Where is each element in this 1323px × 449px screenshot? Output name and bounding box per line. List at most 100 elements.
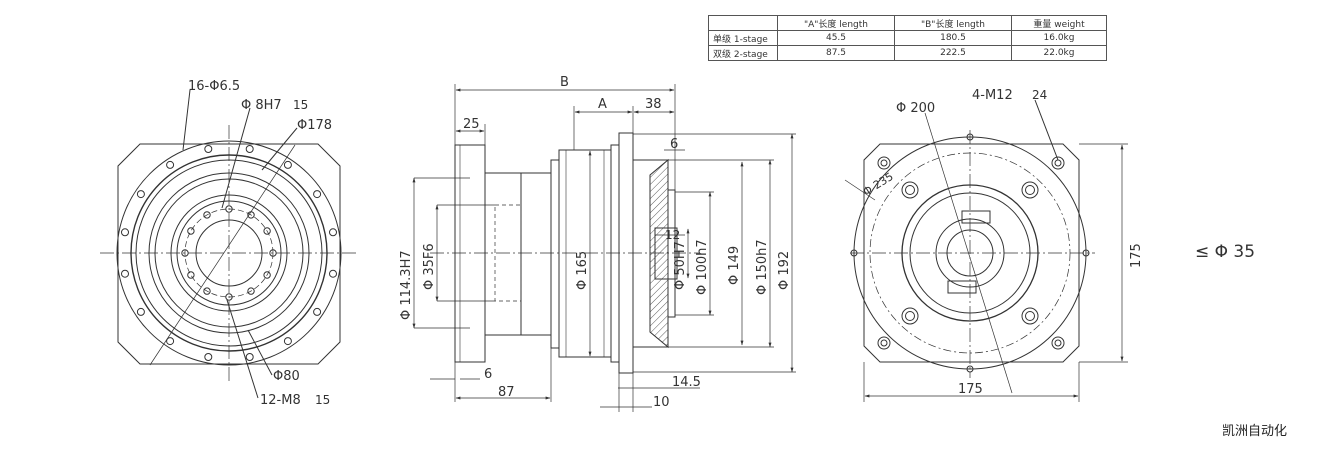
back-235-label: Φ 235 — [861, 170, 896, 199]
front-leader-pilot — [221, 107, 251, 209]
back-clamp-slot-top — [961, 210, 991, 224]
front-outer-hole — [204, 145, 213, 153]
front-labels: 16-Φ6.5 Φ 8H7 15 Φ178 Φ80 12-M8 15 — [188, 79, 332, 408]
back-bolt-hole-inner — [1025, 185, 1035, 195]
back-bolt-hole — [1021, 307, 1039, 325]
spec-cell: 222.5 — [894, 45, 1012, 61]
side-adapter-ring — [520, 172, 552, 336]
front-outer-hole — [136, 307, 145, 316]
back-200-label: Φ 200 — [896, 101, 935, 116]
label-114: Φ 114.3H7 — [399, 250, 414, 320]
front-leader-178 — [261, 127, 298, 171]
back-175-v-label: 175 — [1129, 243, 1144, 268]
back-m12-depth: 24 — [1032, 88, 1047, 102]
back-corner-hole — [877, 156, 891, 170]
side-view — [412, 84, 796, 412]
back-view — [844, 99, 1128, 402]
spec-cell: 45.5 — [777, 30, 895, 46]
back-corner-hole-inner — [1054, 159, 1062, 167]
spec-header-b: "B"长度 length — [894, 15, 1012, 31]
side-clamp-ring — [550, 159, 560, 349]
front-outer-hole — [121, 269, 129, 278]
back-corner-hole-inner — [880, 339, 888, 347]
front-inner-hole — [225, 293, 233, 301]
label-87: 87 — [498, 385, 515, 400]
spec-cell: 180.5 — [894, 30, 1012, 46]
label-165: Φ 165 — [575, 251, 590, 290]
spec-header-a: "A"长度 length — [777, 15, 895, 31]
back-bolt-hole-inner — [905, 311, 915, 321]
back-clamp-slot-bottom — [947, 280, 977, 294]
back-corner-hole — [1051, 336, 1065, 350]
spec-table-header: "A"长度 length "B"长度 length 重量 weight — [708, 15, 1107, 31]
table-row: 单级 1-stage 45.5 180.5 16.0kg — [708, 30, 1107, 46]
front-pilot-depth: 15 — [293, 98, 308, 112]
back-bolt-hole-inner — [905, 185, 915, 195]
front-inner-hole — [203, 287, 211, 295]
spec-row-label: 双级 2-stage — [708, 45, 778, 61]
front-inner-hole — [187, 227, 195, 235]
front-inner-hole — [187, 271, 195, 279]
label-6-top: 6 — [670, 137, 678, 152]
front-m8-label: 12-M8 — [260, 393, 301, 408]
back-corner-hole — [877, 336, 891, 350]
front-inner-hole — [263, 271, 271, 279]
input-shaft-note: ≤ Φ 35 — [1195, 242, 1256, 262]
label-a: A — [598, 97, 607, 112]
back-holes — [850, 133, 1090, 373]
back-bolt-hole — [901, 181, 919, 199]
front-square-plate — [117, 143, 341, 365]
back-leader-235 — [844, 179, 876, 201]
label-149: Φ 149 — [727, 246, 742, 285]
front-178-label: Φ178 — [297, 118, 332, 133]
label-25: 25 — [463, 117, 480, 132]
side-output-section — [649, 158, 669, 349]
front-outer-hole — [245, 353, 254, 361]
front-inner-hole — [247, 287, 255, 295]
back-leader-m12 — [1034, 99, 1059, 161]
front-outer-hole — [204, 353, 213, 361]
back-corner-hole-inner — [880, 159, 888, 167]
label-12: 12 — [665, 228, 680, 242]
back-bolt-hole — [1021, 181, 1039, 199]
back-diag-200 — [924, 112, 1013, 394]
label-14-5: 14.5 — [672, 375, 701, 390]
front-holes-label: 16-Φ6.5 — [188, 79, 240, 94]
back-175-h-label: 175 — [958, 382, 983, 397]
side-input-flange — [454, 144, 486, 363]
front-outer-hole — [313, 307, 322, 316]
spec-cell: 87.5 — [777, 45, 895, 61]
label-6-bottom: 6 — [484, 367, 492, 382]
label-150: Φ 150h7 — [755, 239, 770, 295]
brand-label: 凯洲自动化 — [1222, 424, 1288, 439]
back-bolt-hole-inner — [1025, 311, 1035, 321]
side-labels: B A 38 25 6 12 Φ 114.3H7 Φ 35F6 Φ 165 Φ … — [399, 75, 792, 410]
front-80-label: Φ80 — [273, 369, 300, 384]
label-35: Φ 35F6 — [422, 243, 437, 290]
label-38: 38 — [645, 97, 662, 112]
front-outer-hole — [329, 228, 337, 237]
front-outer-hole — [283, 160, 292, 169]
front-leader-m8 — [226, 299, 259, 399]
front-inner-hole — [263, 227, 271, 235]
front-diag-line — [149, 144, 296, 366]
front-m8-depth: 15 — [315, 393, 330, 407]
spec-header-0 — [708, 15, 778, 31]
front-inner-holes — [181, 205, 277, 301]
spec-table: "A"长度 length "B"长度 length 重量 weight 单级 1… — [708, 15, 1107, 61]
label-50: Φ 50H7 — [673, 241, 688, 290]
front-pilot-label: Φ 8H7 — [241, 98, 282, 113]
front-outer-hole — [136, 190, 145, 199]
front-outer-hole — [283, 337, 292, 346]
front-outer-hole — [329, 269, 337, 278]
label-192: Φ 192 — [777, 251, 792, 290]
side-motor-adapter — [484, 172, 522, 336]
label-10: 10 — [653, 395, 670, 410]
back-corner-hole-inner — [1054, 339, 1062, 347]
side-housing-band — [610, 144, 620, 363]
front-outer-hole — [166, 337, 175, 346]
label-b: B — [560, 75, 569, 90]
table-row: 双级 2-stage 87.5 222.5 22.0kg — [708, 45, 1107, 61]
back-corner-hole — [1051, 156, 1065, 170]
label-100: Φ 100h7 — [695, 239, 710, 295]
